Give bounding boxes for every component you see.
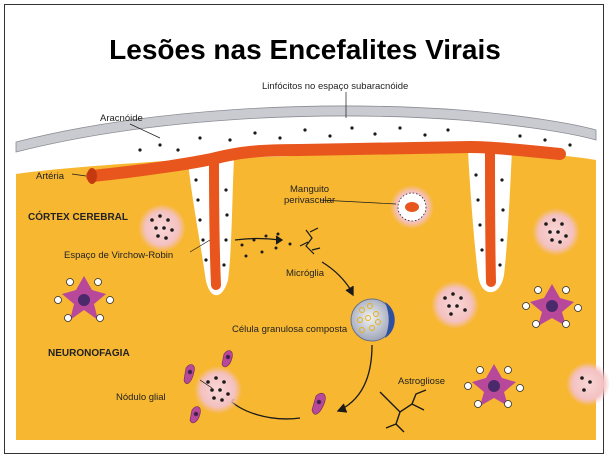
- perivascular-cuff: [390, 185, 434, 229]
- label-cortex: CÓRTEX CEREBRAL: [28, 210, 128, 223]
- label-microglia: Micróglia: [286, 268, 325, 279]
- label-celula: Célula granulosa composta: [232, 324, 348, 335]
- label-manguito-2: perivascular: [284, 195, 335, 206]
- label-virchow: Espaço de Virchow-Robin: [64, 250, 173, 261]
- label-neuronofagia: NEURONOFAGIA: [48, 348, 130, 359]
- label-aracnoide: Aracnóide: [100, 113, 143, 124]
- label-manguito-1: Manguito: [290, 184, 329, 195]
- label-arteria: Artéria: [36, 171, 65, 182]
- granular-compound-cell: [351, 299, 395, 341]
- label-astrogliose: Astrogliose: [398, 376, 445, 387]
- label-linfocitos: Linfócitos no espaço subaracnóide: [262, 81, 408, 92]
- label-nodulo: Nódulo glial: [116, 392, 166, 403]
